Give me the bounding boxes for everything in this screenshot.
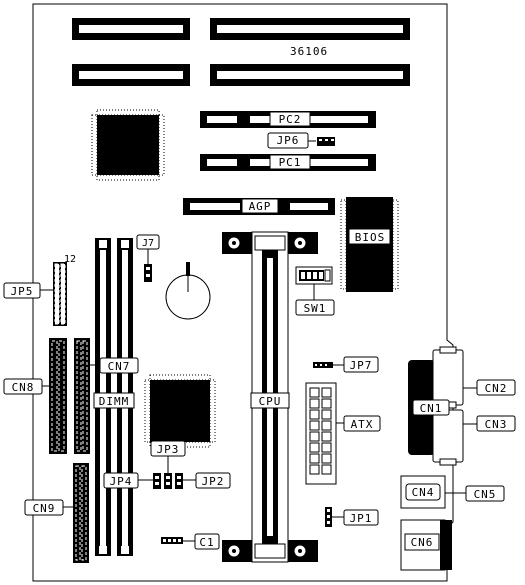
board-outline [32, 3, 454, 582]
jp7-label-box [343, 356, 379, 373]
cpu-label: CPU [259, 395, 282, 408]
cn8-label: CN8 [12, 381, 35, 394]
agp-slot: AGP [183, 198, 335, 215]
j7-jumper [144, 264, 152, 282]
jp1-label-box [343, 509, 379, 526]
cn1-label-box [412, 399, 450, 416]
cn5-label: CN5 [474, 488, 497, 501]
board-number: 36106 [290, 45, 328, 58]
isa-slot-top-right [210, 18, 410, 40]
pc2-label: PC2 [279, 113, 302, 126]
cn7-header [74, 338, 90, 454]
cn4-label: CN4 [412, 486, 435, 499]
c1-label-box [194, 533, 220, 550]
jp3-label: JP3 [157, 443, 180, 456]
jp4-label: JP4 [110, 475, 133, 488]
atx-connector [305, 382, 337, 485]
cn4-connector [400, 475, 446, 509]
isa-slot-bottom-right [210, 64, 410, 86]
pc1-label: PC1 [279, 156, 302, 169]
jp5-label: JP5 [11, 285, 34, 298]
isa-slot-bottom-left [72, 64, 190, 86]
jp7-label: JP7 [350, 359, 373, 372]
c1-label: C1 [199, 536, 214, 549]
jp6-jumper [317, 137, 335, 146]
jp1-label: JP1 [350, 512, 373, 525]
cpu-socket: CPU [222, 231, 318, 563]
chipset-chip-middle [144, 374, 216, 448]
battery [165, 262, 211, 320]
sw1-label-box [295, 299, 335, 316]
pc2-slot: PC2 [200, 111, 376, 128]
agp-label: AGP [249, 200, 272, 213]
cn5-label-box [465, 485, 505, 502]
bios-label: BIOS [355, 231, 386, 244]
cn6-connector [400, 519, 452, 571]
sw1-label: SW1 [304, 302, 327, 315]
j7-label: J7 [142, 238, 154, 249]
pc1-slot: PC1 [200, 154, 376, 171]
cn2-label: CN2 [485, 382, 508, 395]
cn3-label: CN3 [485, 418, 508, 431]
dimm-label-box [93, 392, 135, 409]
cn9-label: CN9 [33, 502, 56, 515]
atx-label: ATX [351, 418, 374, 431]
cn8-header [49, 338, 67, 454]
jp5-header [53, 262, 67, 326]
jp3-jp4-jp2-jumpers [153, 473, 183, 489]
jp7-jumper [313, 362, 333, 368]
cn3-label-box [476, 415, 516, 432]
dimm-label: DIMM [99, 395, 130, 408]
isa-slot-top-left [72, 18, 190, 40]
cn9-header [73, 463, 89, 563]
cn1-label: CN1 [420, 402, 443, 415]
pin-number-label: 12 [64, 254, 76, 265]
jp2-label: JP2 [202, 475, 225, 488]
bios-chip: BIOS [340, 197, 399, 292]
atx-label-box [343, 415, 381, 432]
chipset-chip-top [91, 109, 165, 181]
sw1-switch [295, 266, 333, 285]
jp6-label: JP6 [277, 134, 300, 147]
cn6-label: CN6 [411, 536, 434, 549]
c1-jumper [161, 537, 183, 544]
cn2-label-box [476, 379, 516, 396]
cn7-label: CN7 [108, 360, 131, 373]
